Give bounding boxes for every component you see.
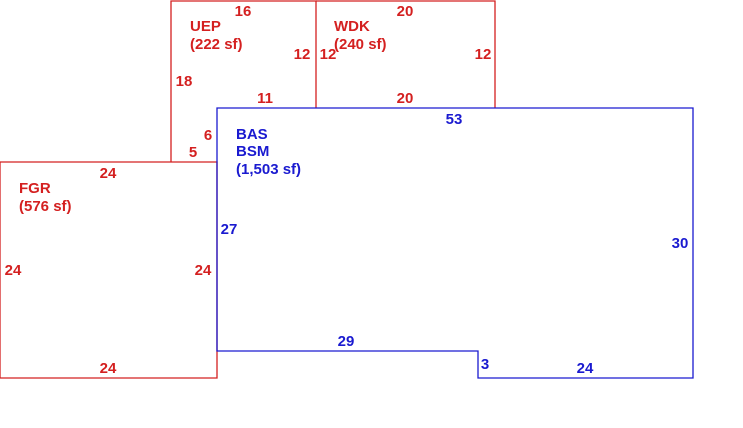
dimension-labels: 16 18 12 11 6 5 20 12 12 20 24 24 24 24 … (5, 3, 689, 377)
wdk-code: WDK (334, 18, 370, 35)
dim-uep-step-b: 5 (189, 144, 197, 161)
fgr-outline (0, 161, 218, 379)
dim-fgr-left: 24 (5, 262, 22, 279)
bas-outline (216, 107, 694, 379)
bas-code: BAS (236, 126, 268, 143)
wdk-outline (316, 0, 496, 108)
bsm-code: BSM (236, 143, 269, 160)
dim-uep-left: 18 (176, 73, 193, 90)
dim-bas-left: 27 (221, 221, 238, 238)
area-labels: UEP (222 sf) WDK (240 sf) FGR (576 sf) B… (19, 18, 387, 215)
uep-code: UEP (190, 18, 221, 35)
dim-bas-bottom-right: 24 (577, 360, 594, 377)
uep-outline (170, 0, 317, 162)
outlines (0, 0, 694, 379)
dim-bas-top: 53 (446, 111, 463, 128)
uep-area: (222 sf) (190, 36, 243, 53)
dim-wdk-top: 20 (397, 3, 414, 20)
dim-bas-notch: 3 (481, 356, 489, 373)
dim-uep-step-a: 6 (204, 127, 212, 144)
fgr-area: (576 sf) (19, 198, 72, 215)
wdk-area: (240 sf) (334, 36, 387, 53)
dim-wdk-left: 12 (320, 46, 337, 63)
fgr-code: FGR (19, 180, 51, 197)
dim-fgr-right: 24 (195, 262, 212, 279)
dim-uep-right: 12 (294, 46, 311, 63)
dim-uep-bottom: 11 (257, 90, 273, 107)
dim-wdk-bottom: 20 (397, 90, 414, 107)
dim-uep-top: 16 (235, 3, 252, 20)
dim-fgr-bottom: 24 (100, 360, 117, 377)
dim-bas-right: 30 (672, 235, 689, 252)
dim-fgr-top: 24 (100, 165, 117, 182)
bas-area: (1,503 sf) (236, 161, 301, 178)
dim-wdk-right: 12 (475, 46, 492, 63)
dim-bas-bottom-left: 29 (338, 333, 355, 350)
